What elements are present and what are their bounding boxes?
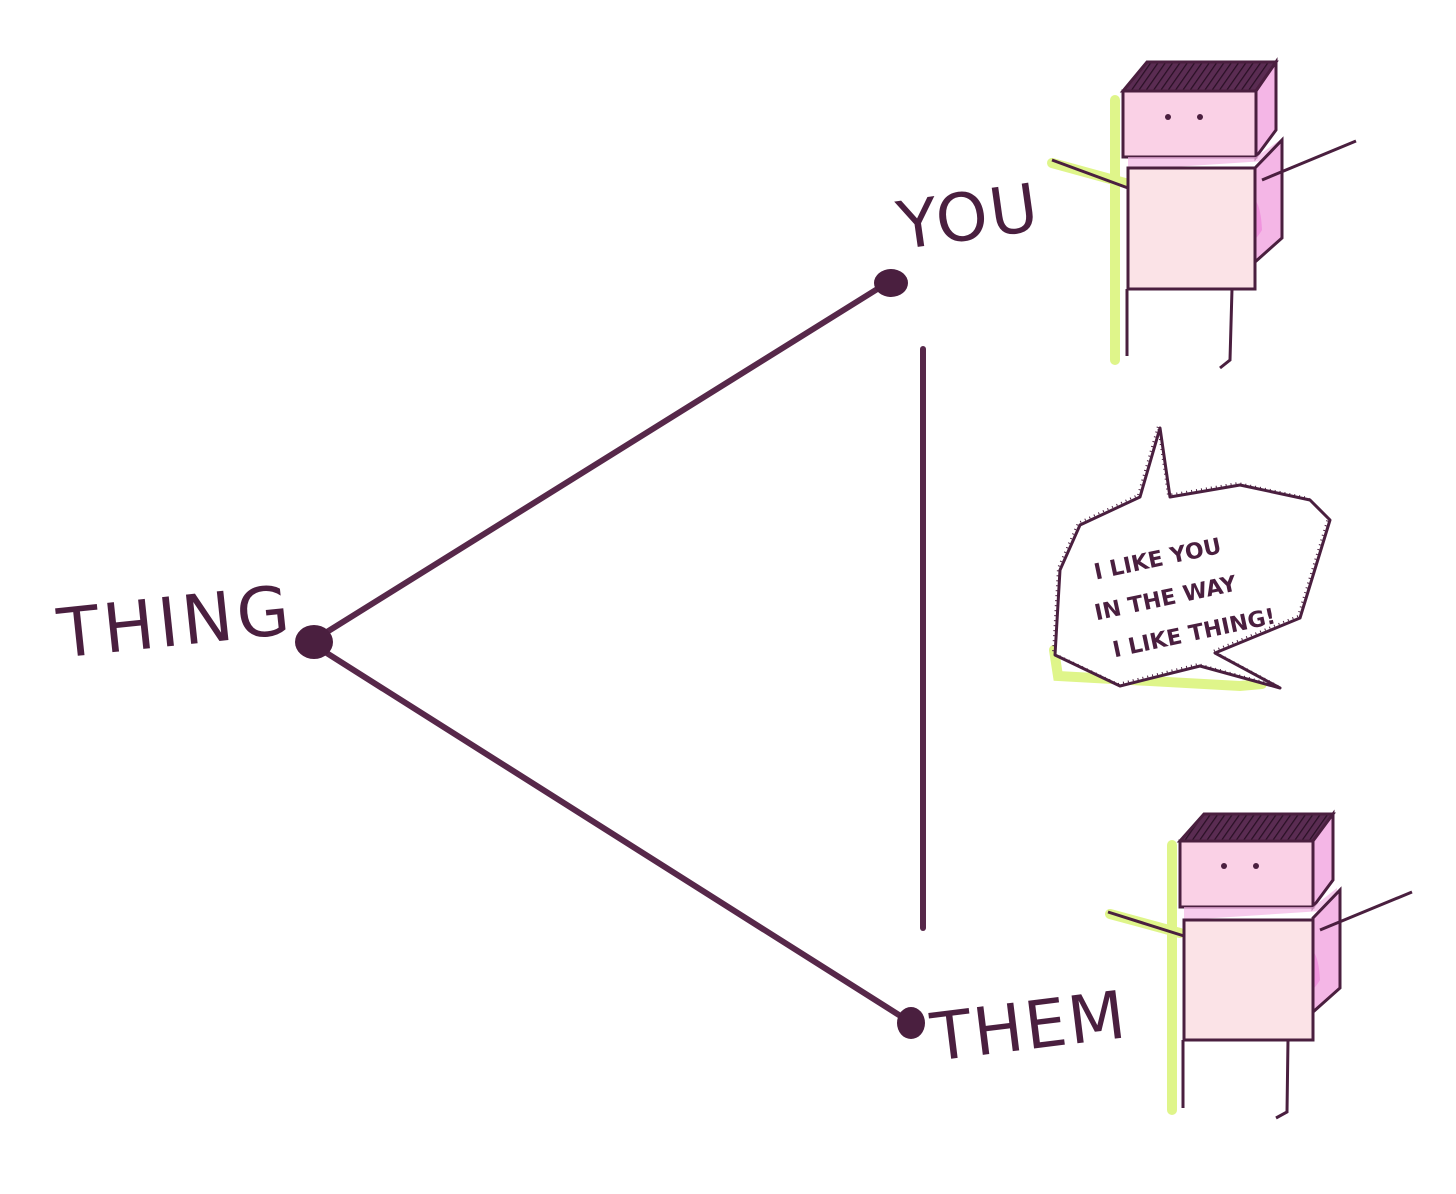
speech-bubble-outline — [1053, 426, 1332, 690]
edge-thing-them — [311, 642, 913, 1025]
robot-figure-icon — [1047, 57, 1357, 370]
label-you: YOU — [891, 169, 1044, 265]
robot-figure-icon — [1105, 809, 1413, 1120]
edge-thing-you — [311, 280, 890, 643]
speech-bubble-icon: I LIKE YOU IN THE WAY I LIKE THING! — [1049, 425, 1332, 692]
node-them — [897, 1007, 925, 1039]
label-thing: THING — [53, 571, 297, 674]
node-thing — [295, 625, 333, 659]
triangle-edges — [311, 280, 926, 1025]
node-you — [874, 269, 908, 297]
label-them: THEM — [926, 976, 1132, 1077]
